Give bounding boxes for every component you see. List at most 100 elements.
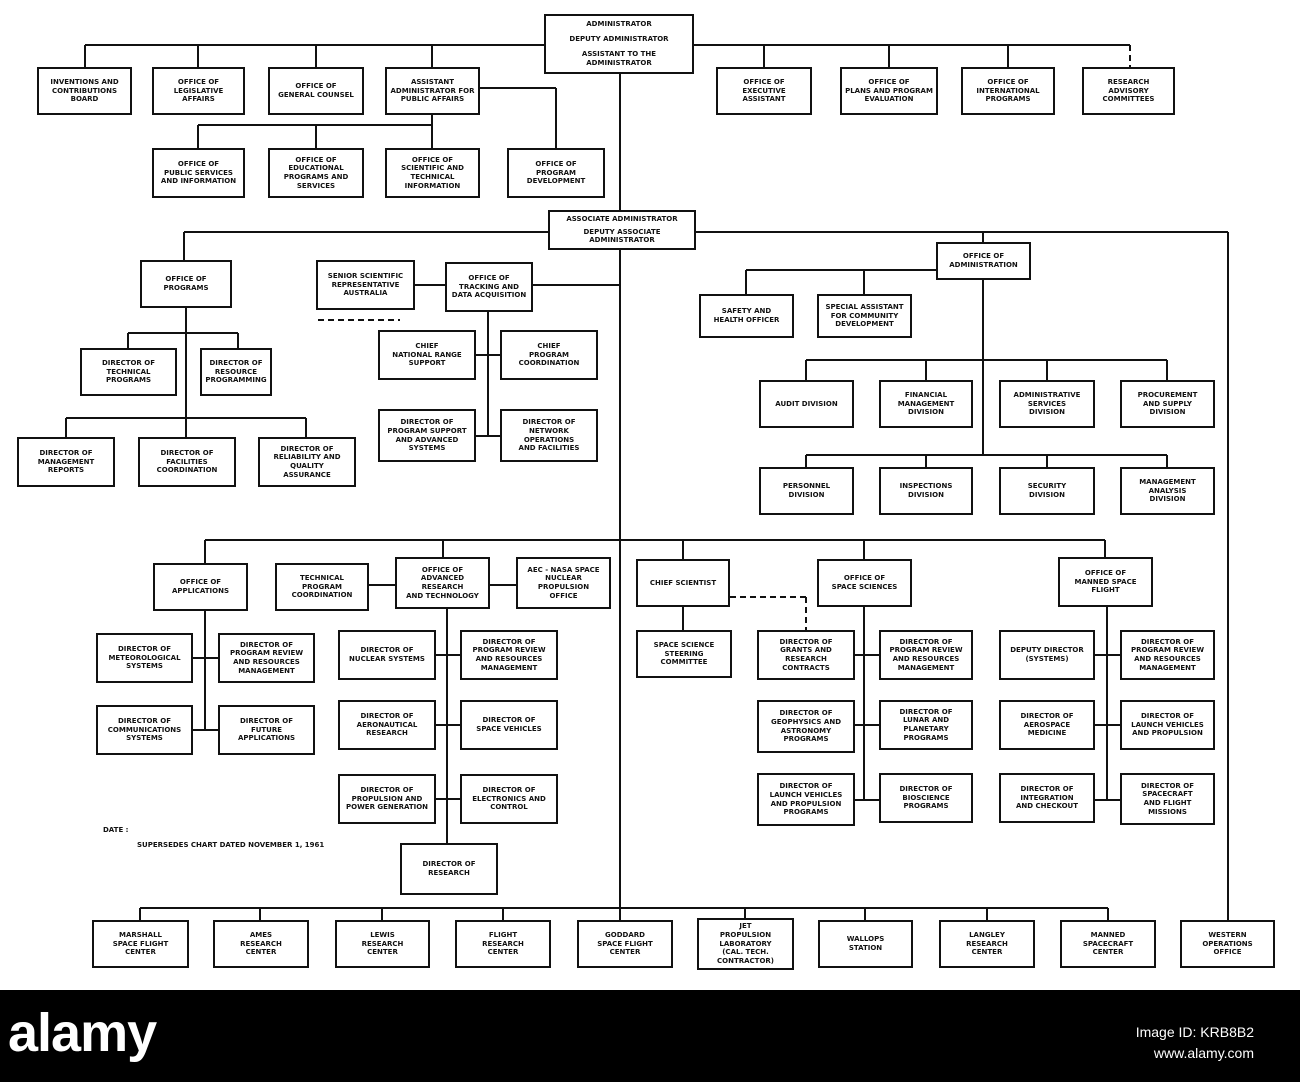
space-sciences-label: OFFICE OF SPACE SCIENCES	[831, 574, 898, 591]
goddard-center-box: GODDARD SPACE FLIGHT CENTER	[577, 920, 673, 968]
inspections-division-box: INSPECTIONS DIVISION	[879, 467, 973, 515]
date-note: DATE :	[103, 826, 129, 834]
office-of-applications-label: OFFICE OF APPLICATIONS	[172, 578, 229, 595]
special-assistant-label: SPECIAL ASSISTANT FOR COMMUNITY DEVELOPM…	[825, 302, 904, 329]
spacecraft-missions-label: DIRECTOR OF SPACECRAFT AND FLIGHT MISSIO…	[1140, 781, 1194, 816]
personnel-division-label: PERSONNEL DIVISION	[782, 482, 831, 499]
bioscience-programs-label: DIRECTOR OF BIOSCIENCE PROGRAMS	[899, 784, 953, 811]
org-chart: ADMINISTRATOR DEPUTY ADMINISTRATOR ASSIS…	[17, 14, 1275, 970]
aerospace-medicine-box: DIRECTOR OF AEROSPACE MEDICINE	[999, 700, 1095, 750]
administrative-services-label: ADMINISTRATIVE SERVICES DIVISION	[1013, 390, 1081, 417]
public-affairs-label: ASSISTANT ADMINISTRATOR FOR PUBLIC AFFAI…	[390, 77, 475, 104]
geophysics-astronomy-box: DIRECTOR OF GEOPHYSICS AND ASTRONOMY PRO…	[757, 700, 855, 753]
security-division-box: SECURITY DIVISION	[999, 467, 1095, 515]
technical-program-coord-box: TECHNICAL PROGRAM COORDINATION	[275, 563, 369, 611]
general-counsel-box: OFFICE OF GENERAL COUNSEL	[268, 67, 364, 115]
advanced-research-label: OFFICE OF ADVANCED RESEARCH AND TECHNOLO…	[406, 565, 479, 600]
aec-nasa-box: AEC - NASA SPACE NUCLEAR PROPULSION OFFI…	[516, 557, 611, 609]
lewis-center-box: LEWIS RESEARCH CENTER	[335, 920, 430, 968]
propulsion-power-box: DIRECTOR OF PROPULSION AND POWER GENERAT…	[338, 774, 436, 824]
security-division-label: SECURITY DIVISION	[1027, 482, 1067, 499]
propulsion-power-label: DIRECTOR OF PROPULSION AND POWER GENERAT…	[345, 785, 429, 812]
site-url: www.alamy.com	[1153, 1045, 1254, 1061]
deputy-administrator-label: DEPUTY ADMINISTRATOR	[569, 35, 669, 44]
administrator-label: ADMINISTRATOR	[586, 20, 652, 29]
grants-contracts-box: DIRECTOR OF GRANTS AND RESEARCH CONTRACT…	[757, 630, 855, 680]
technical-program-coord-label: TECHNICAL PROGRAM COORDINATION	[291, 573, 353, 600]
msf-review-box: DIRECTOR OF PROGRAM REVIEW AND RESOURCES…	[1120, 630, 1215, 680]
office-of-programs-box: OFFICE OF PROGRAMS	[140, 260, 232, 308]
art-review-label: DIRECTOR OF PROGRAM REVIEW AND RESOURCES…	[472, 637, 546, 672]
integration-checkout-label: DIRECTOR OF INTEGRATION AND CHECKOUT	[1016, 784, 1078, 811]
office-of-applications-box: OFFICE OF APPLICATIONS	[153, 563, 248, 611]
management-reports-box: DIRECTOR OF MANAGEMENT REPORTS	[17, 437, 115, 487]
lunar-planetary-label: DIRECTOR OF LUNAR AND PLANETARY PROGRAMS	[899, 707, 953, 742]
facilities-coordination-box: DIRECTOR OF FACILITIES COORDINATION	[138, 437, 236, 487]
deputy-director-systems-box: DEPUTY DIRECTOR (SYSTEMS)	[999, 630, 1095, 680]
public-affairs-box: ASSISTANT ADMINISTRATOR FOR PUBLIC AFFAI…	[385, 67, 480, 115]
procurement-supply-box: PROCUREMENT AND SUPPLY DIVISION	[1120, 380, 1215, 428]
future-applications-label: DIRECTOR OF FUTURE APPLICATIONS	[238, 716, 295, 743]
office-of-programs-label: OFFICE OF PROGRAMS	[163, 275, 209, 292]
msf-launch-vehicles-box: DIRECTOR OF LAUNCH VEHICLES AND PROPULSI…	[1120, 700, 1215, 750]
international-programs-box: OFFICE OF INTERNATIONAL PROGRAMS	[961, 67, 1055, 115]
management-analysis-box: MANAGEMENT ANALYSIS DIVISION	[1120, 467, 1215, 515]
national-range-label: CHIEF NATIONAL RANGE SUPPORT	[392, 341, 462, 368]
chief-scientist-label: CHIEF SCIENTIST	[649, 578, 717, 587]
jpl-box: JET PROPULSION LABORATORY (Cal. Tech. Co…	[697, 918, 794, 970]
electronics-control-label: DIRECTOR OF ELECTRONICS AND CONTROL	[472, 785, 546, 812]
senior-scientific-rep-label: SENIOR SCIENTIFIC REPRESENTATIVE AUSTRAL…	[327, 271, 404, 298]
scientific-technical-info-label: OFFICE OF SCIENTIFIC AND TECHNICAL INFOR…	[401, 155, 464, 190]
public-services-box: OFFICE OF PUBLIC SERVICES AND INFORMATIO…	[152, 148, 245, 198]
program-coordination-box: CHIEF PROGRAM COORDINATION	[500, 330, 598, 380]
grants-contracts-label: DIRECTOR OF GRANTS AND RESEARCH CONTRACT…	[779, 637, 833, 672]
marshall-center-box: MARSHALL SPACE FLIGHT CENTER	[92, 920, 189, 968]
communications-systems-label: DIRECTOR OF COMMUNICATIONS SYSTEMS	[107, 716, 182, 743]
legislative-affairs-label: OFFICE OF LEGISLATIVE AFFAIRS	[173, 77, 224, 104]
research-advisory-box: RESEARCH ADVISORY COMMITTEES	[1082, 67, 1175, 115]
executive-assistant-label: OFFICE OF EXECUTIVE ASSISTANT	[742, 77, 786, 104]
jpl-label: JET PROPULSION LABORATORY (Cal. Tech. Co…	[717, 922, 774, 966]
meteorological-systems-label: DIRECTOR OF METEOROLOGICAL SYSTEMS	[108, 644, 181, 671]
chief-scientist-box: CHIEF SCIENTIST	[636, 559, 730, 607]
financial-management-box: FINANCIAL MANAGEMENT DIVISION	[879, 380, 973, 428]
executive-assistant-box: OFFICE OF EXECUTIVE ASSISTANT	[716, 67, 812, 115]
scientific-technical-info-box: OFFICE OF SCIENTIFIC AND TECHNICAL INFOR…	[385, 148, 480, 198]
ss-launch-vehicles-label: DIRECTOR OF LAUNCH VEHICLES AND PROPULSI…	[769, 782, 843, 817]
flight-research-center-label: FLIGHT RESEARCH CENTER	[482, 930, 524, 957]
space-vehicles-label: DIRECTOR OF SPACE VEHICLES	[476, 716, 542, 733]
tracking-data-acquisition-label: OFFICE OF TRACKING AND DATA ACQUISITION	[451, 273, 527, 300]
spacecraft-missions-box: DIRECTOR OF SPACECRAFT AND FLIGHT MISSIO…	[1120, 773, 1215, 825]
aec-nasa-label: AEC - NASA SPACE NUCLEAR PROPULSION OFFI…	[527, 565, 600, 600]
applications-review-label: DIRECTOR OF PROGRAM REVIEW AND RESOURCES…	[229, 640, 304, 675]
deputy-associate-administrator-label: DEPUTY ASSOCIATE ADMINISTRATOR	[583, 227, 661, 245]
space-vehicles-box: DIRECTOR OF SPACE VEHICLES	[460, 700, 558, 750]
national-range-box: CHIEF NATIONAL RANGE SUPPORT	[378, 330, 476, 380]
network-operations-box: DIRECTOR OF NETWORK OPERATIONS AND FACIL…	[500, 409, 598, 462]
administrative-services-box: ADMINISTRATIVE SERVICES DIVISION	[999, 380, 1095, 428]
safety-health-box: SAFETY AND HEALTH OFFICER	[699, 294, 794, 338]
western-operations-box: WESTERN OPERATIONS OFFICE	[1180, 920, 1275, 968]
wallops-station-box: WALLOPS STATION	[818, 920, 913, 968]
office-of-administration-label: OFFICE OF ADMINISTRATION	[949, 252, 1018, 269]
applications-review-box: DIRECTOR OF PROGRAM REVIEW AND RESOURCES…	[218, 633, 315, 683]
legislative-affairs-box: OFFICE OF LEGISLATIVE AFFAIRS	[152, 67, 245, 115]
western-operations-label: WESTERN OPERATIONS OFFICE	[1202, 930, 1253, 957]
reliability-quality-label: DIRECTOR OF RELIABILITY AND QUALITY ASSU…	[273, 444, 341, 479]
nuclear-systems-label: DIRECTOR OF NUCLEAR SYSTEMS	[349, 646, 425, 663]
space-sciences-box: OFFICE OF SPACE SCIENCES	[817, 559, 912, 607]
art-review-box: DIRECTOR OF PROGRAM REVIEW AND RESOURCES…	[460, 630, 558, 680]
inventions-board-box: INVENTIONS AND CONTRIBUTIONS BOARD	[37, 67, 132, 115]
alamy-logo: alamy	[8, 1003, 157, 1063]
nuclear-systems-box: DIRECTOR OF NUCLEAR SYSTEMS	[338, 630, 436, 680]
lunar-planetary-box: DIRECTOR OF LUNAR AND PLANETARY PROGRAMS	[879, 700, 973, 750]
tracking-data-acquisition-box: OFFICE OF TRACKING AND DATA ACQUISITION	[445, 262, 533, 312]
senior-scientific-rep-box: SENIOR SCIENTIFIC REPRESENTATIVE AUSTRAL…	[316, 260, 415, 310]
future-applications-box: DIRECTOR OF FUTURE APPLICATIONS	[218, 705, 315, 755]
image-id: Image ID: KRB8B2	[1135, 1024, 1254, 1040]
space-sciences-review-label: DIRECTOR OF PROGRAM REVIEW AND RESOURCES…	[889, 637, 963, 672]
director-of-research-box: DIRECTOR OF RESEARCH	[400, 843, 498, 895]
administrator-box: ADMINISTRATOR DEPUTY ADMINISTRATOR ASSIS…	[544, 14, 694, 74]
program-development-box: OFFICE OF PROGRAM DEVELOPMENT	[507, 148, 605, 198]
personnel-division-box: PERSONNEL DIVISION	[759, 467, 854, 515]
